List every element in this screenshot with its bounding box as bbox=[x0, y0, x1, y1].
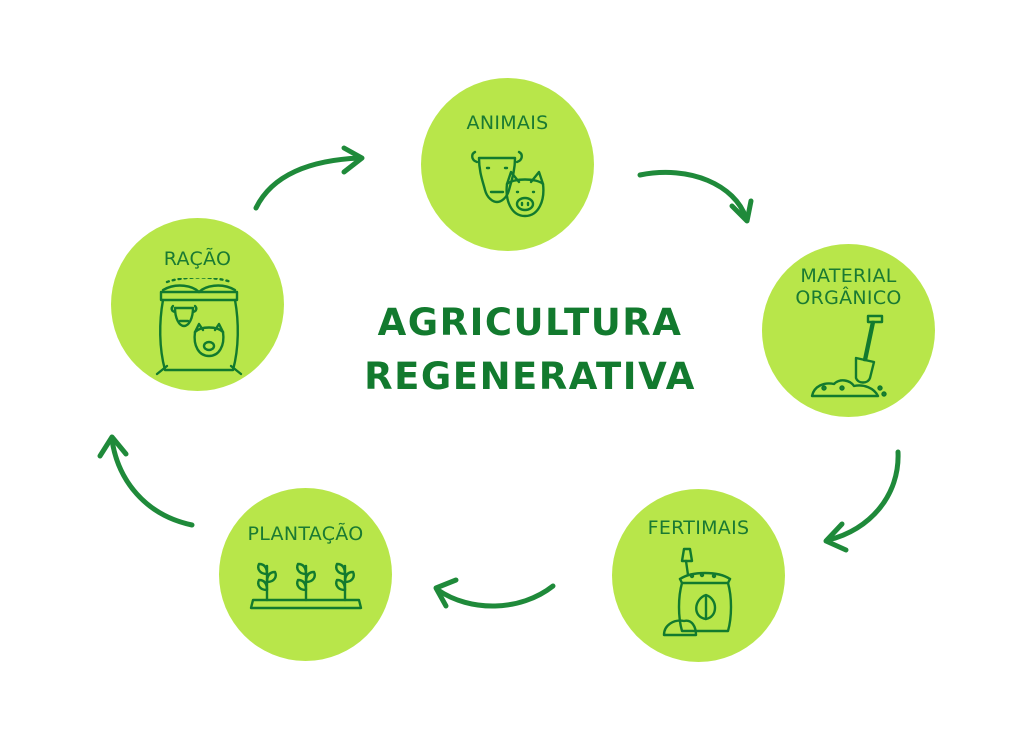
arrow-animais-to-material bbox=[637, 169, 754, 224]
node-material-label-line2: ORGÂNICO bbox=[795, 287, 902, 309]
cow-pig-icon bbox=[471, 150, 545, 218]
node-plantacao-label: PLANTAÇÃO bbox=[247, 523, 364, 545]
node-racao: RAÇÃO bbox=[111, 218, 284, 391]
node-plantacao: PLANTAÇÃO bbox=[219, 488, 392, 661]
arrow-racao-to-animais bbox=[253, 145, 365, 211]
node-fertimais: FERTIMAIS bbox=[612, 489, 785, 662]
arrow-fertimais-to-plantacao bbox=[433, 577, 556, 609]
arrow-plantacao-to-racao bbox=[97, 434, 195, 528]
node-fertimais-label: FERTIMAIS bbox=[647, 517, 750, 539]
diagram-title-line2: REGENERATIVA bbox=[364, 355, 696, 398]
fertilizer-bag-icon bbox=[662, 547, 733, 637]
node-material-organico: MATERIAL ORGÂNICO bbox=[762, 244, 935, 417]
shovel-soil-icon bbox=[810, 314, 887, 398]
feed-sack-icon bbox=[155, 278, 243, 376]
seedlings-icon bbox=[249, 562, 363, 610]
arrow-material-to-fertimais bbox=[823, 449, 901, 553]
node-animais: ANIMAIS bbox=[421, 78, 594, 251]
node-racao-label: RAÇÃO bbox=[163, 248, 232, 270]
diagram-title-line1: AGRICULTURA bbox=[377, 301, 683, 344]
node-animais-label: ANIMAIS bbox=[466, 112, 549, 134]
node-material-label-line1: MATERIAL bbox=[800, 265, 897, 287]
